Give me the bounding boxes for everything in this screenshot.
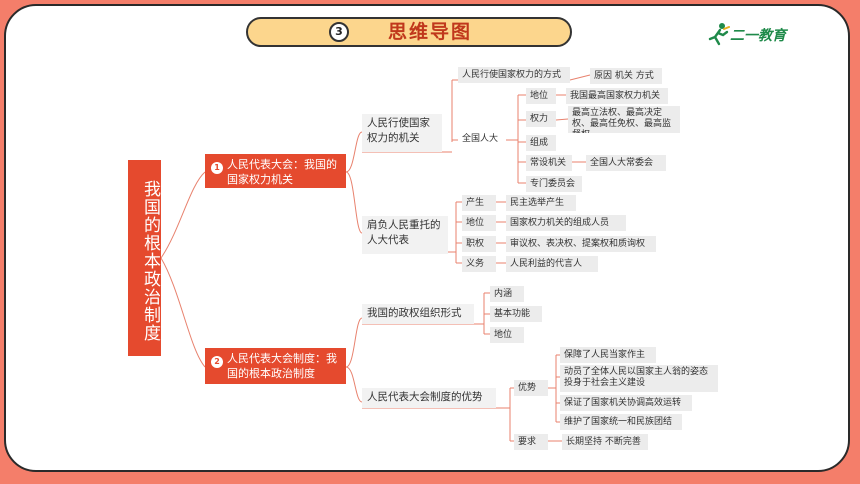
node-npc-power-value: 最高立法权、最高决定权、最高任免权、最高监督权 <box>568 106 680 133</box>
node-form-connotation: 内涵 <box>490 286 524 302</box>
node-system-advantages: 人民代表大会制度的优势 <box>362 388 496 408</box>
branch-label: 人民代表大会：我国的国家权力机关 <box>227 158 337 186</box>
node-npc-composition: 组成 <box>526 135 556 151</box>
node-strength-2: 动员了全体人民以国家主人翁的姿态投身于社会主义建设 <box>560 365 718 392</box>
node-deputy-duty: 义务 <box>462 256 496 272</box>
running-figure-icon <box>708 23 730 46</box>
brand-logo: 二一教育 <box>708 22 808 48</box>
node-form-status: 地位 <box>490 327 524 343</box>
branch-npc-system: 2 人民代表大会制度：我国的根本政治制度 <box>205 348 346 384</box>
node-deputies: 肩负人民重托的人大代表 <box>362 216 448 254</box>
node-deputy-status-value: 国家权力机关的组成人员 <box>506 215 626 231</box>
node-strengths: 优势 <box>514 380 548 396</box>
branch-label: 人民代表大会制度：我国的根本政治制度 <box>227 352 337 380</box>
node-deputy-origin: 产生 <box>462 195 496 211</box>
node-strength-3: 保证了国家机关协调高效运转 <box>560 395 692 411</box>
node-deputy-powers-value: 审议权、表决权、提案权和质询权 <box>506 236 656 252</box>
branch-npc: 1 人民代表大会：我国的国家权力机关 <box>205 154 346 188</box>
node-form-basic-function: 基本功能 <box>490 306 542 322</box>
node-deputy-duty-value: 人民利益的代言人 <box>506 256 598 272</box>
node-strength-4: 维护了国家统一和民族团结 <box>560 414 682 430</box>
page-title: 思维导图 <box>387 21 472 43</box>
node-npc-power: 权力 <box>526 111 556 127</box>
node-deputy-origin-value: 民主选举产生 <box>506 195 576 211</box>
node-npc-standing-body: 常设机关 <box>526 155 572 171</box>
node-npc-special-committee: 专门委员会 <box>526 176 582 192</box>
node-npc-status-value: 我国最高国家权力机关 <box>566 88 668 104</box>
section-number-badge: 3 <box>329 22 349 42</box>
branch-number-badge: 2 <box>211 356 223 368</box>
mindmap-root: 我国的根本政治制度 <box>128 160 161 356</box>
node-exercise-way: 人民行使国家权力的方式 <box>458 67 570 83</box>
title-banner <box>246 17 572 47</box>
node-deputy-status: 地位 <box>462 215 496 231</box>
node-npc-standing-body-value: 全国人大常委会 <box>586 155 666 171</box>
node-exercise-way-value: 原因 机关 方式 <box>590 68 662 84</box>
node-npc-status: 地位 <box>526 88 556 104</box>
node-requirement-value: 长期坚持 不断完善 <box>562 434 648 450</box>
node-power-organ: 人民行使国家权力的机关 <box>362 114 442 152</box>
node-strength-1: 保障了人民当家作主 <box>560 347 656 363</box>
node-npc: 全国人大 <box>458 131 506 147</box>
node-requirement: 要求 <box>514 434 548 450</box>
brand-name: 二一教育 <box>730 28 786 44</box>
node-state-organization-form: 我国的政权组织形式 <box>362 304 474 324</box>
branch-number-badge: 1 <box>211 162 223 174</box>
node-deputy-powers: 职权 <box>462 236 496 252</box>
